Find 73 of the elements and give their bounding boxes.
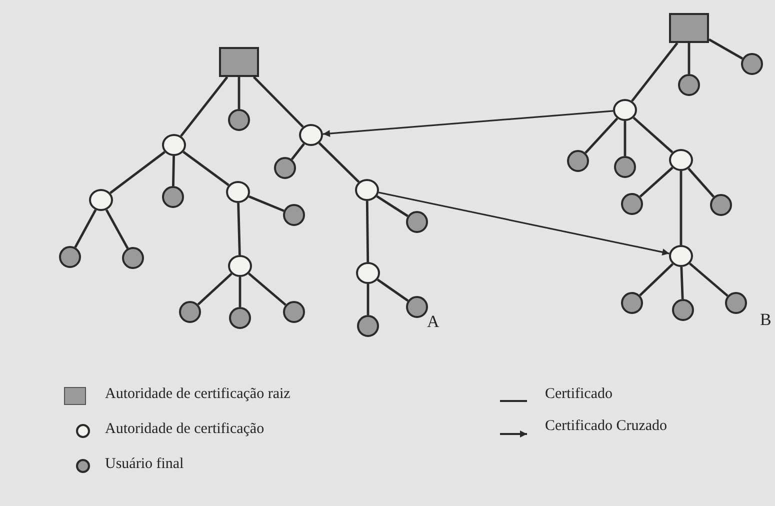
user-circle [672, 299, 694, 321]
user-circle [567, 150, 589, 172]
connector-line [172, 156, 175, 186]
root-authority-square [669, 13, 709, 43]
connector-line [180, 76, 228, 137]
connector-line [624, 121, 626, 156]
authority-circle [162, 134, 186, 156]
connector-line [639, 263, 674, 296]
user-circle [621, 193, 643, 215]
connector-line [74, 209, 97, 248]
connector-line [248, 195, 284, 212]
user-circle [357, 315, 379, 337]
connector-line [238, 277, 242, 307]
user-circle [179, 301, 201, 323]
tree-label: A [427, 312, 440, 332]
connector-line [376, 195, 408, 218]
user-circle [614, 156, 636, 178]
user-circle [228, 109, 250, 131]
connector-line [197, 272, 232, 306]
connector-line [110, 151, 166, 194]
connector-line [584, 118, 618, 154]
user-circle [406, 296, 428, 318]
user-circle [162, 186, 184, 208]
connector-line [632, 116, 674, 154]
user-circle [741, 53, 763, 75]
connector-line [318, 142, 360, 183]
user-circle [621, 292, 643, 314]
connector-line [237, 202, 241, 256]
connector-line [688, 43, 690, 74]
connector-line [238, 77, 240, 109]
legend-text: Autoridade de certificação [105, 421, 264, 438]
authority-circle [299, 124, 323, 146]
connector-line [708, 38, 744, 60]
connector-line [182, 150, 230, 186]
user-circle [122, 247, 144, 269]
user-circle [710, 194, 732, 216]
connector-line [290, 143, 305, 160]
user-circle [283, 204, 305, 226]
authority-circle [356, 262, 380, 284]
tree-label: B [760, 310, 772, 330]
connector-line [680, 171, 682, 245]
legend-text: Certificado [545, 386, 612, 403]
legend-text: Autoridade de certificação raiz [105, 386, 290, 403]
arrow [322, 110, 614, 137]
connector-line [689, 262, 728, 297]
connector-line [631, 42, 678, 102]
legend-text: Certificado Cruzado [545, 418, 668, 435]
connector-line [105, 209, 129, 249]
authority-circle [669, 149, 693, 171]
user-circle [59, 246, 81, 268]
connector-line [366, 200, 370, 262]
user-circle [406, 211, 428, 233]
arrow [378, 192, 670, 256]
connector-line [376, 278, 409, 302]
legend-text: Usuário final [105, 456, 184, 473]
root-authority-square [219, 47, 259, 77]
user-circle [229, 307, 251, 329]
connector-line [366, 284, 370, 315]
connector-line [688, 168, 715, 198]
user-circle [283, 301, 305, 323]
connector-line [639, 166, 674, 198]
connector-line [680, 266, 684, 300]
authority-circle [89, 189, 113, 211]
connector-line [252, 76, 304, 128]
authority-circle [226, 181, 250, 203]
authority-circle [669, 245, 693, 267]
connector-line [248, 272, 286, 306]
user-circle [274, 157, 296, 179]
authority-circle [355, 179, 379, 201]
user-circle [678, 74, 700, 96]
authority-circle [613, 99, 637, 121]
authority-circle [228, 255, 252, 277]
user-circle [725, 292, 747, 314]
